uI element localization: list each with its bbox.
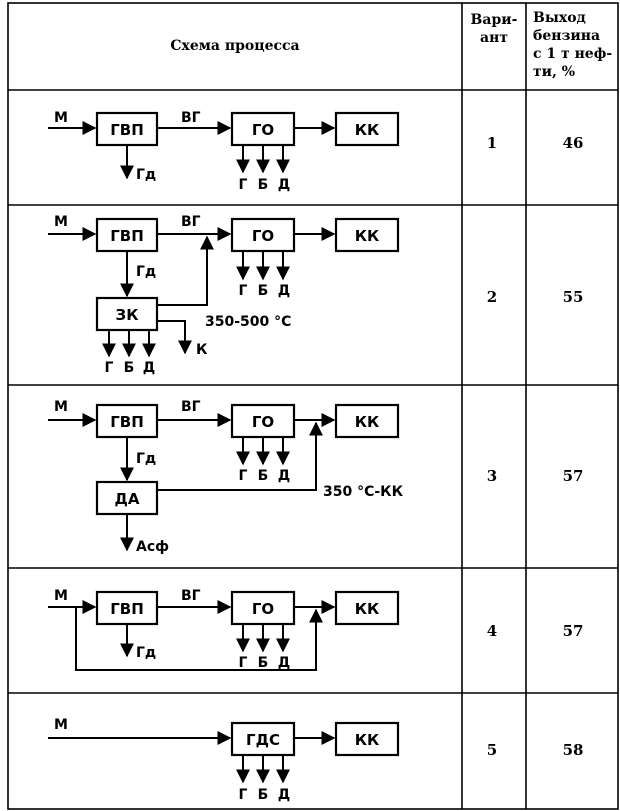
scheme-variant-2: М ГВП ВГ ГО КК Гд ЗК К 350-500 °С Г Б Д … — [48, 214, 400, 376]
yield-2: 55 — [563, 288, 584, 306]
label-gd: Гд — [136, 645, 156, 661]
label-vg: ВГ — [181, 214, 201, 230]
label-g: Г — [239, 787, 248, 803]
variant-2: 2 — [487, 288, 497, 306]
box-kk-label: КК — [355, 600, 380, 618]
yield-3: 57 — [563, 467, 584, 485]
variant-4: 4 — [487, 622, 497, 640]
header-scheme: Схема процесса — [170, 38, 299, 54]
label-gd: Гд — [136, 264, 156, 280]
box-zk — [95, 296, 159, 332]
label-m: М — [54, 717, 68, 733]
label-g: Г — [239, 177, 248, 193]
box-go-label: ГО — [252, 600, 274, 618]
box-gvp — [95, 590, 159, 626]
label-gd: Гд — [136, 451, 156, 467]
label-b: Б — [258, 283, 269, 299]
label-vg: ВГ — [181, 399, 201, 415]
label-b: Б — [258, 177, 269, 193]
box-gvp-label: ГВП — [110, 121, 144, 139]
label-g: Г — [239, 283, 248, 299]
label-m: М — [54, 399, 68, 415]
label-d: Д — [278, 655, 290, 671]
yield-1: 46 — [563, 134, 584, 152]
label-g: Г — [239, 468, 248, 484]
box-gvp-label: ГВП — [110, 413, 144, 431]
box-zk-label: ЗК — [116, 306, 140, 324]
label-d: Д — [143, 360, 155, 376]
header-variant-2: ант — [480, 30, 508, 46]
box-kk-label: КК — [355, 413, 380, 431]
header-variant-1: Вари- — [471, 12, 518, 28]
label-m: М — [54, 214, 68, 230]
box-kk — [334, 217, 400, 253]
box-kk — [334, 111, 400, 147]
variant-1: 1 — [487, 134, 497, 152]
label-d: Д — [278, 787, 290, 803]
header-yield-4: ти, % — [533, 64, 575, 80]
box-go-label: ГО — [252, 227, 274, 245]
header-yield-2: бензина — [533, 28, 600, 44]
label-b: Б — [258, 787, 269, 803]
box-kk-label: КК — [355, 227, 380, 245]
label-b: Б — [258, 655, 269, 671]
label-d: Д — [278, 468, 290, 484]
label-m: М — [54, 110, 68, 126]
scheme-variant-5: М ГДС КК Г Б Д — [48, 717, 400, 803]
label-b: Б — [124, 360, 135, 376]
label-vg: ВГ — [181, 110, 201, 126]
label-temp-350-500: 350-500 °С — [205, 314, 291, 330]
label-g: Г — [105, 360, 114, 376]
box-go-label: ГО — [252, 413, 274, 431]
box-gvp-label: ГВП — [110, 600, 144, 618]
box-gvp-label: ГВП — [110, 227, 144, 245]
box-kk-label: КК — [355, 731, 380, 749]
yield-5: 58 — [563, 741, 584, 759]
label-temp-350-kk: 350 °С-КК — [323, 484, 404, 500]
label-m: М — [54, 588, 68, 604]
label-asf: Асф — [136, 539, 169, 555]
box-gds-label: ГДС — [246, 731, 280, 749]
variant-5: 5 — [487, 741, 497, 759]
yield-4: 57 — [563, 622, 584, 640]
box-gds — [230, 721, 296, 757]
scheme-variant-4: М ГВП ВГ ГО КК Гд Г Б Д — [48, 588, 400, 671]
box-kk — [334, 721, 400, 757]
label-d: Д — [278, 177, 290, 193]
box-kk — [334, 403, 400, 439]
scheme-variant-1: М ГВП ВГ ГО КК Гд Г Б Д — [48, 110, 400, 193]
box-da-label: ДА — [115, 490, 140, 508]
box-kk — [334, 590, 400, 626]
table-grid — [7, 2, 619, 810]
header-yield-1: Выход — [533, 10, 586, 26]
header-yield-3: с 1 т неф- — [533, 46, 612, 62]
label-vg: ВГ — [181, 588, 201, 604]
box-kk-label: КК — [355, 121, 380, 139]
label-d: Д — [278, 283, 290, 299]
label-gd: Гд — [136, 167, 156, 183]
label-g: Г — [239, 655, 248, 671]
label-b: Б — [258, 468, 269, 484]
label-k: К — [196, 342, 208, 358]
variant-3: 3 — [487, 467, 497, 485]
scheme-variant-3: М ГВП ВГ ГО КК Гд ДА 350 °С-КК Асф Г Б Д — [48, 399, 404, 555]
box-go-label: ГО — [252, 121, 274, 139]
